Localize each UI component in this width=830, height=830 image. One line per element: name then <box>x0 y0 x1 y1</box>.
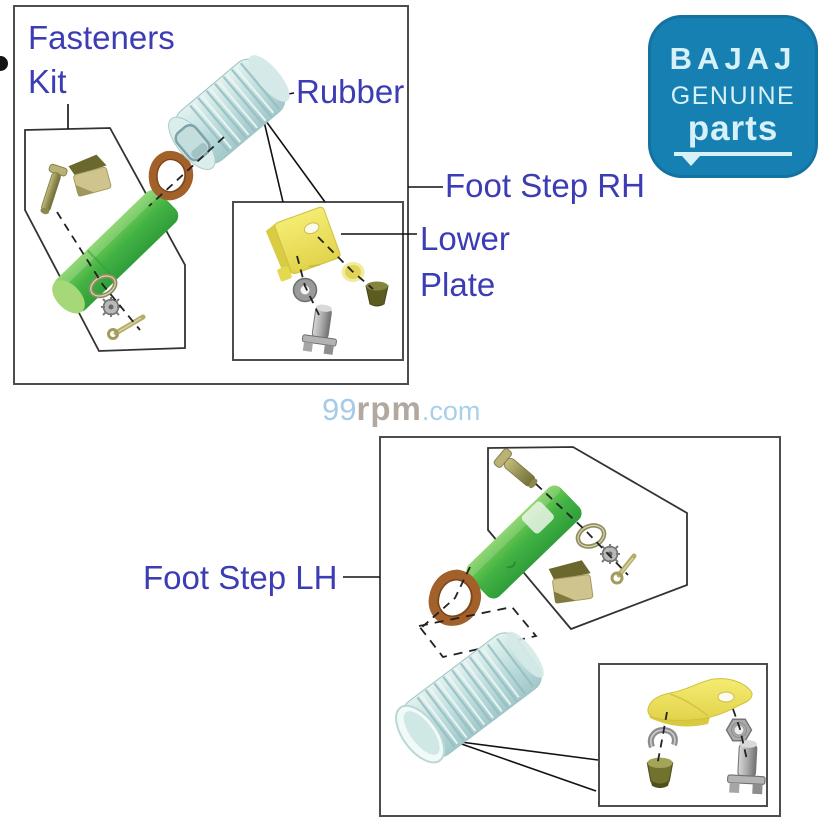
label-lower-plate-line1: Lower <box>420 220 510 257</box>
mount-clip-lh-icon <box>548 560 594 604</box>
star-washer-icon <box>101 297 121 317</box>
label-rubber: Rubber <box>296 73 405 110</box>
lh-assembly-section <box>343 436 781 817</box>
logo-underline <box>674 152 792 166</box>
lower-plate-lh-icon <box>647 678 753 727</box>
rh-assembly-axes <box>56 136 374 331</box>
lh-callout-lines <box>343 576 599 792</box>
bajaj-genuine-parts-badge: BAJAJ GENUINE parts <box>648 15 818 178</box>
rh-assembly-section <box>13 5 443 385</box>
lh-assembly-axes <box>420 483 748 767</box>
label-fasteners-kit-line1: Fasteners <box>28 19 175 56</box>
label-fasteners-kit-line2: Kit <box>28 63 67 100</box>
split-pin-lh-icon <box>610 553 637 585</box>
watermark-99rpm: 99rpm.com <box>322 390 480 428</box>
rh-outer-box <box>13 5 409 385</box>
hex-bolt-icon <box>40 163 68 215</box>
watermark-part3: .com <box>421 396 481 426</box>
hex-nut-icon <box>725 718 753 742</box>
lower-plate-rh-icon <box>265 206 341 282</box>
rh-callout-lines <box>67 92 443 235</box>
rubber-grip-lh-icon <box>395 631 544 764</box>
logo-chevron-down-icon <box>682 156 700 166</box>
watermark-part1: 99 <box>322 392 357 427</box>
washer-donut-icon <box>292 277 318 303</box>
hex-bolt-lh-icon <box>493 448 538 489</box>
label-lower-plate-line2: Plate <box>420 266 496 303</box>
star-washer-lh-icon <box>600 544 620 564</box>
acorn-nut-rh-icon <box>365 281 389 307</box>
fasteners-kit-outline <box>24 127 186 352</box>
logo-brand-text: BAJAJ <box>669 41 797 76</box>
d-ring-washer-lh-icon <box>428 569 482 626</box>
split-pin-icon <box>107 314 146 340</box>
logo-genuine-text: GENUINE <box>670 82 796 110</box>
plain-washer-lh-icon <box>575 523 607 549</box>
lh-fasteners-outline <box>487 446 688 631</box>
d-ring-washer-rh-icon <box>148 150 194 201</box>
mount-clip-icon <box>68 154 112 197</box>
watermark-part2: rpm <box>356 390 422 427</box>
label-foot-step-rh: Foot Step RH <box>445 167 645 204</box>
label-foot-step-lh: Foot Step LH <box>143 559 338 596</box>
logo-parts-text: parts <box>687 109 779 148</box>
gasket-dashed-outline <box>417 606 538 659</box>
plain-washer-icon <box>88 273 118 299</box>
acorn-nut-lh-icon <box>646 757 674 789</box>
list-bullet <box>0 56 8 71</box>
footstep-bar-lh-icon <box>464 483 582 599</box>
flanged-bolt-rh-icon <box>301 304 337 355</box>
lh-outer-box <box>379 436 781 817</box>
